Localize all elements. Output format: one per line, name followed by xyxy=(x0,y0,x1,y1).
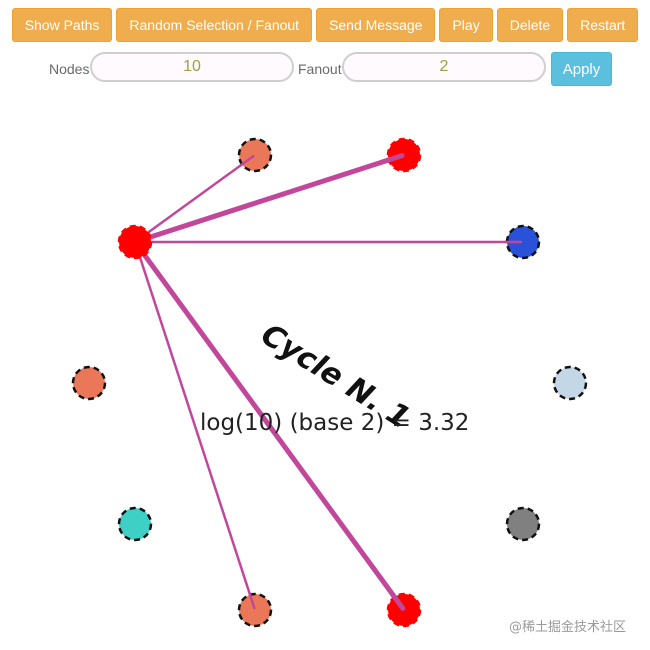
node-upper-right[interactable] xyxy=(505,224,541,260)
watermark: @稀土掘金技术社区 xyxy=(509,620,627,635)
graph-edge-1 xyxy=(133,153,257,244)
node-middle-right[interactable] xyxy=(552,365,588,401)
nodes-input[interactable] xyxy=(90,52,294,82)
graph-edge-tip-4 xyxy=(248,591,256,610)
graph-edge-2 xyxy=(132,152,407,245)
node-bottom-left[interactable] xyxy=(237,592,273,628)
graph-edge-5 xyxy=(132,239,407,613)
node-upper-left[interactable] xyxy=(117,224,153,260)
node-middle-left[interactable] xyxy=(71,365,107,401)
nodes-label: Nodes xyxy=(49,61,90,77)
fanout-label: Fanout xyxy=(298,61,342,77)
graph-edge-4 xyxy=(133,240,257,612)
node-top-left[interactable] xyxy=(237,137,273,173)
graph-edge-tip-5 xyxy=(390,592,406,611)
play-button[interactable]: Play xyxy=(439,8,493,42)
apply-button[interactable]: Apply xyxy=(551,52,612,86)
edges-layer xyxy=(132,152,525,613)
random-selection-fanout-button[interactable]: Random Selection / Fanout xyxy=(116,8,313,42)
send-message-button[interactable]: Send Message xyxy=(316,8,436,42)
node-lower-right[interactable] xyxy=(505,506,541,542)
show-paths-button[interactable]: Show Paths xyxy=(11,8,113,42)
graph-edge-tip-1 xyxy=(239,154,255,167)
fanout-input[interactable] xyxy=(342,52,546,82)
toolbar: Show Paths Random Selection / Fanout Sen… xyxy=(0,8,650,42)
node-lower-left[interactable] xyxy=(117,506,153,542)
nodes-layer xyxy=(71,137,588,628)
log-formula: log(10) (base 2) = 3.32 xyxy=(200,410,470,436)
graph-edge-tip-2 xyxy=(384,153,405,164)
delete-button[interactable]: Delete xyxy=(496,8,564,42)
restart-button[interactable]: Restart xyxy=(567,8,639,42)
controls-bar: Nodes Fanout Apply xyxy=(0,52,650,88)
